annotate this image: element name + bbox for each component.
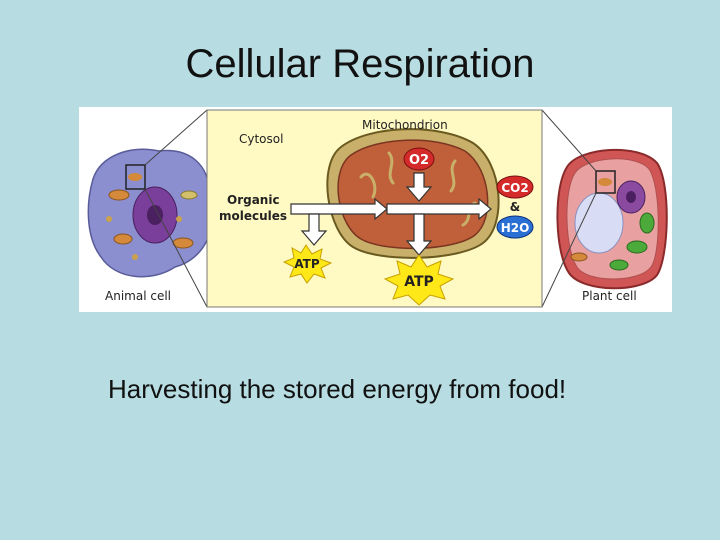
animal-cell-illustration	[87, 148, 213, 278]
slide-subtitle: Harvesting the stored energy from food!	[108, 374, 567, 404]
o2-arrow	[405, 172, 433, 202]
o2-badge: O2	[403, 147, 435, 171]
h2o-label: H2O	[501, 221, 530, 235]
plant-cell-illustration	[556, 148, 668, 290]
animal-cell-zoom-box	[125, 164, 146, 190]
h2o-badge: H2O	[496, 215, 534, 239]
atp-small-label: ATP	[294, 257, 320, 271]
organic-label-line2: molecules	[219, 209, 287, 223]
diagram-svg: Animal cell Plant cell	[87, 109, 668, 308]
mito-to-products-arrow	[386, 197, 492, 221]
plant-cell-label: Plant cell	[582, 289, 637, 303]
plant-cell-zoom-box	[595, 170, 616, 194]
o2-label: O2	[409, 153, 429, 168]
large-atp-arrow	[405, 213, 433, 256]
co2-label: CO2	[501, 181, 528, 195]
organic-label-line1: Organic	[227, 193, 280, 207]
slide-title: Cellular Respiration	[185, 42, 535, 86]
and-label: &	[510, 200, 520, 214]
cytosol-label: Cytosol	[239, 132, 283, 146]
cellular-respiration-diagram: Animal cell Plant cell	[79, 107, 672, 312]
atp-small-star: ATP	[282, 244, 333, 284]
animal-cell-label: Animal cell	[105, 289, 171, 303]
co2-badge: CO2	[496, 175, 534, 199]
small-atp-arrow	[300, 213, 328, 246]
atp-large-star: ATP	[383, 254, 455, 306]
mitochondrion-label: Mitochondrion	[362, 118, 448, 132]
atp-large-label: ATP	[404, 274, 434, 290]
